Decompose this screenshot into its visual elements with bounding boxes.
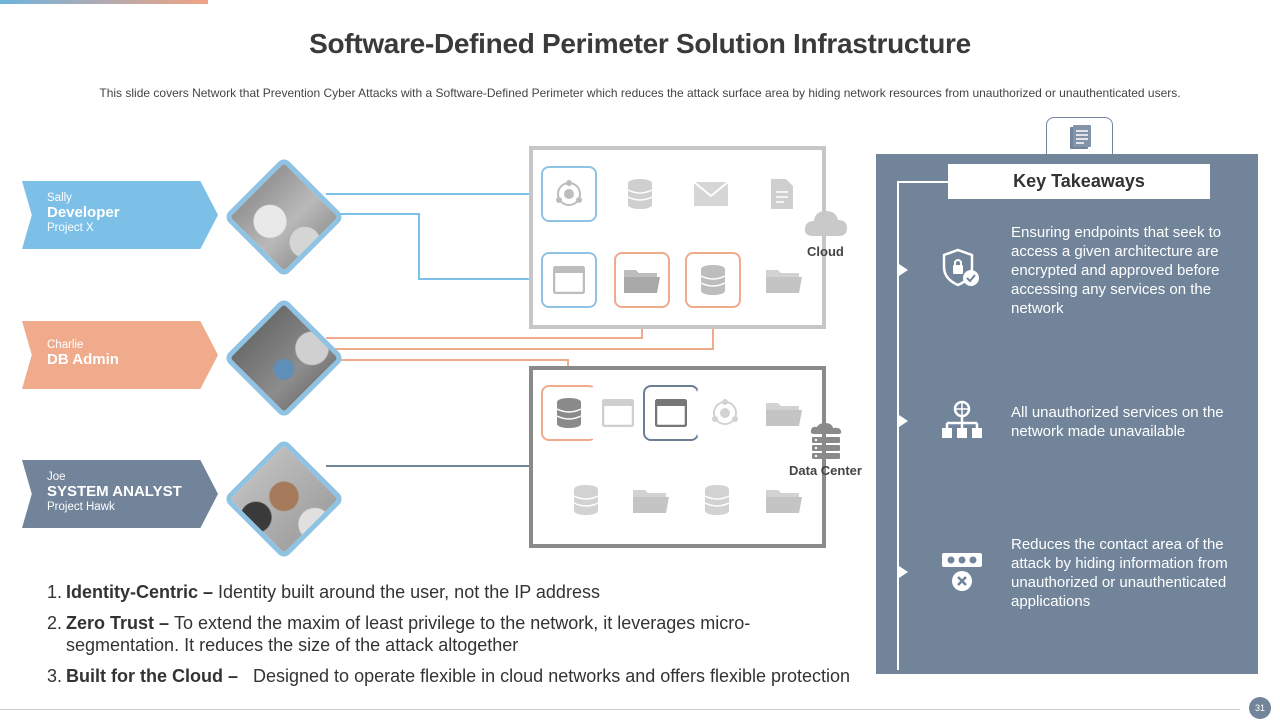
- persona-banner-joe: Joe SYSTEM ANALYST Project Hawk: [22, 460, 218, 528]
- persona-name: Charlie: [47, 339, 84, 351]
- persona-role: SYSTEM ANALYST: [47, 483, 182, 500]
- persona-role: DB Admin: [47, 351, 119, 368]
- takeaway-text: Ensuring endpoints that seek to access a…: [1011, 224, 1222, 317]
- principle-text: Designed to operate flexible in cloud ne…: [253, 666, 851, 686]
- takeaway-marker: [899, 264, 908, 276]
- persona-name: Joe: [47, 471, 66, 483]
- folder-icon: [756, 472, 812, 528]
- principle-title: Zero Trust: [66, 613, 155, 633]
- folder-icon: [623, 472, 679, 528]
- persona-banner-sally: Sally Developer Project X: [22, 181, 218, 249]
- database-icon: [558, 472, 614, 528]
- page-title: Software-Defined Perimeter Solution Infr…: [309, 28, 971, 59]
- network-hierarchy-icon: [940, 400, 984, 447]
- shield-check-icon: [940, 248, 982, 295]
- principle-number: 3.: [47, 666, 63, 686]
- takeaway-marker: [899, 415, 908, 427]
- browser-window-icon: [590, 385, 646, 441]
- principle-title: Built for the Cloud: [66, 666, 223, 686]
- persona-project: Project Hawk: [47, 501, 115, 513]
- principle-number: 1.: [47, 582, 63, 602]
- principle-text: To extend the maxim of least privilege t…: [66, 613, 751, 655]
- cloud-label: Cloud: [807, 244, 844, 259]
- key-takeaways-panel: [876, 154, 1258, 674]
- folder-icon: [614, 252, 670, 308]
- takeaway-marker: [899, 566, 908, 578]
- database-icon: [541, 385, 597, 441]
- principle-number: 2.: [47, 613, 63, 633]
- database-icon: [689, 472, 745, 528]
- persona-banner-charlie: Charlie DB Admin: [22, 321, 218, 389]
- document-icon: [754, 166, 810, 222]
- principle-separator: –: [198, 582, 219, 602]
- key-takeaways-title: Key Takeaways: [948, 164, 1210, 199]
- persona-name: Sally: [47, 192, 72, 204]
- panel-divider-line: [897, 181, 899, 670]
- principle-item: 1. Identity-Centric – Identity built aro…: [47, 581, 887, 603]
- principle-item: 3. Built for the Cloud – Designed to ope…: [47, 665, 887, 687]
- browser-window-icon: [541, 252, 597, 308]
- page-number-badge: 31: [1249, 697, 1271, 719]
- principle-separator: –: [222, 666, 253, 686]
- connector-sally-browser: [326, 213, 541, 280]
- top-accent-bar: [0, 0, 208, 4]
- principle-title: Identity-Centric: [66, 582, 199, 602]
- notes-icon: [1069, 124, 1091, 149]
- notes-tab: [1046, 117, 1113, 157]
- principle-separator: –: [154, 613, 175, 633]
- footer-divider: [0, 709, 1240, 710]
- server-stack-icon: [806, 422, 846, 465]
- takeaway-text: All unauthorized services on the network…: [1011, 404, 1224, 440]
- principles-list: 1. Identity-Centric – Identity built aro…: [47, 581, 887, 696]
- browser-window-icon: [643, 385, 699, 441]
- takeaway-text: Reduces the contact area of the attack b…: [1011, 536, 1228, 610]
- network-node-icon: [541, 166, 597, 222]
- blocked-apps-icon: [940, 550, 984, 597]
- page-subtitle: This slide covers Network that Preventio…: [99, 86, 1181, 100]
- folder-icon: [756, 252, 812, 308]
- database-icon: [612, 166, 668, 222]
- principle-text: Identity built around the user, not the …: [218, 582, 600, 602]
- mail-icon: [683, 166, 739, 222]
- persona-role: Developer: [47, 204, 120, 221]
- cloud-icon: [803, 206, 849, 243]
- datacenter-label: Data Center: [789, 463, 862, 478]
- persona-project: Project X: [47, 222, 94, 234]
- folder-icon: [756, 385, 812, 441]
- principle-item: 2. Zero Trust – To extend the maxim of l…: [47, 612, 807, 656]
- panel-divider-line: [897, 181, 949, 183]
- network-node-icon: [697, 385, 753, 441]
- database-icon: [685, 252, 741, 308]
